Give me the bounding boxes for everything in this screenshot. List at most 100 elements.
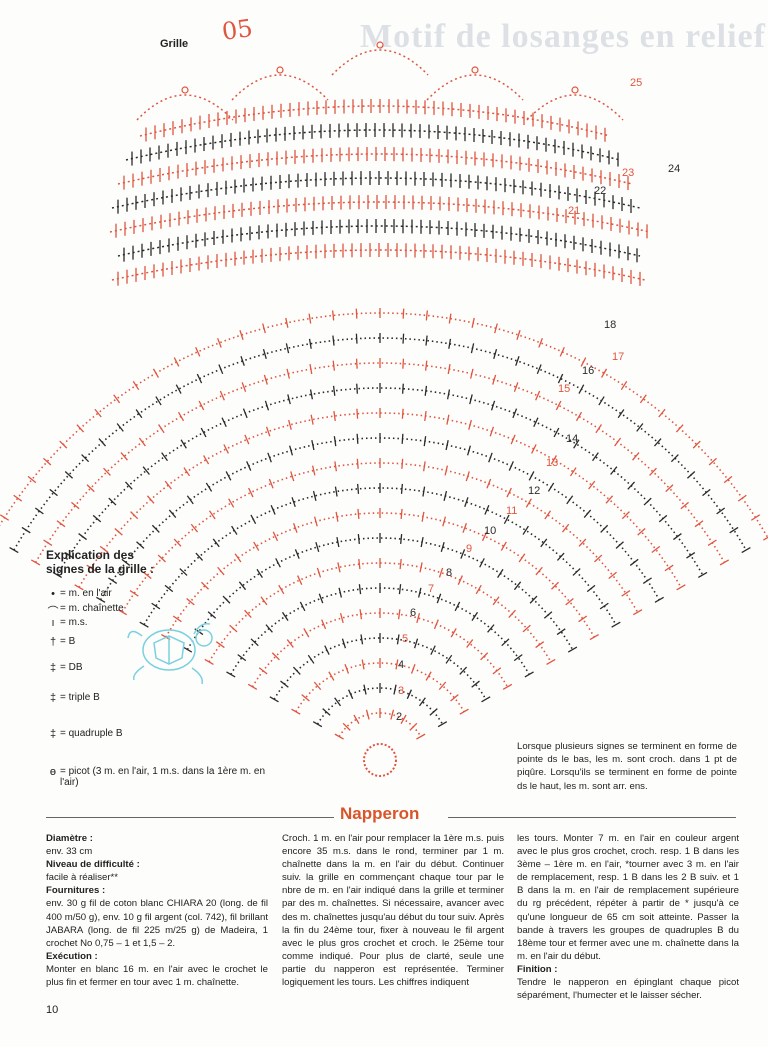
stitch-mark — [353, 714, 360, 724]
stitch-mark — [535, 641, 545, 649]
execution-label: Exécution : — [46, 950, 98, 962]
stitch-mark — [291, 708, 301, 715]
stitch-mark — [356, 458, 359, 469]
stitch-mark — [643, 497, 652, 506]
stitch-mark — [553, 427, 560, 438]
stitch-mark — [528, 471, 535, 481]
stitch-mark — [557, 373, 564, 384]
stitch-mark — [186, 495, 194, 505]
stitch-mark — [402, 383, 404, 394]
stitch-mark — [361, 659, 365, 670]
stitch-mark — [30, 559, 41, 566]
stitch-mark — [599, 602, 609, 610]
stitch-mark — [348, 689, 354, 700]
row-number: 11 — [506, 505, 517, 517]
stitch-mark — [334, 461, 338, 472]
stitch-mark — [462, 523, 468, 533]
stitch-mark — [639, 394, 647, 404]
stitch-mark — [357, 483, 360, 494]
stitch-mark — [287, 394, 291, 405]
stitch-mark — [256, 568, 263, 578]
row-number: 10 — [484, 525, 496, 537]
stitch-mark — [269, 696, 279, 703]
stitch-mark — [502, 683, 513, 690]
stitch-mark — [103, 467, 111, 476]
stitch-mark — [130, 511, 139, 520]
stitch-mark — [401, 408, 404, 419]
stitch-mark — [680, 501, 689, 510]
niveau-label: Niveau de difficulté : — [46, 859, 140, 871]
stitch-mark — [487, 624, 495, 633]
legend-item-text: = m. en l'air — [60, 588, 112, 599]
stitch-mark — [360, 634, 364, 645]
stitch-mark — [208, 510, 216, 520]
row-number: 17 — [612, 351, 624, 363]
stitch-mark — [402, 333, 405, 344]
stitch-mark — [357, 508, 360, 519]
stitch-mark — [136, 541, 145, 549]
stitch-mark — [158, 424, 165, 434]
row-number: 25 — [630, 77, 642, 89]
stitch-mark — [42, 457, 52, 466]
stitch-mark — [164, 584, 174, 593]
stitch-mark — [242, 408, 248, 419]
stitch-mark — [420, 537, 424, 548]
stitch-mark — [575, 411, 583, 422]
stitch-mark — [288, 419, 292, 430]
stitch-mark — [179, 568, 188, 576]
legend-item: • = m. en l'air — [46, 588, 286, 600]
stitch-mark — [664, 564, 674, 572]
stitch-mark — [500, 541, 507, 551]
stitch-mark — [468, 419, 472, 430]
legend-title-line1: Explication des — [46, 548, 135, 562]
stitch-mark — [516, 330, 521, 340]
stitch-mark — [120, 452, 128, 461]
stitch-mark — [632, 452, 640, 461]
stitch-mark — [240, 356, 245, 366]
stitch-mark — [218, 364, 224, 375]
stitch-mark — [617, 409, 625, 419]
stitch-mark — [649, 467, 657, 476]
stitch-mark — [301, 694, 310, 702]
slip-stitch-icon: ⌒ — [47, 606, 59, 618]
stitch-mark — [396, 634, 400, 645]
stitch-mark — [272, 531, 279, 542]
stitch-mark — [636, 423, 644, 432]
stitch-mark — [508, 461, 514, 471]
stitch-mark — [675, 424, 684, 433]
border-row — [125, 129, 621, 161]
stitch-mark — [318, 593, 324, 604]
stitch-mark — [454, 601, 461, 612]
picot-icon: ɵ — [49, 766, 57, 778]
stitch-mark — [344, 663, 350, 674]
stitch-mark — [359, 609, 363, 620]
stitch-mark — [395, 659, 399, 670]
stitch-mark — [333, 410, 336, 422]
double-treble-icon: ‡ — [49, 662, 57, 674]
stitch-mark — [151, 524, 160, 533]
stitch-mark — [572, 568, 581, 576]
stitch-mark — [525, 498, 532, 508]
stitch-mark — [358, 584, 362, 595]
stitch-mark — [400, 714, 407, 724]
round-arc — [143, 487, 617, 626]
stitch-mark — [465, 471, 470, 482]
stitch-mark — [289, 445, 294, 456]
stitch-mark — [222, 595, 231, 604]
stitch-mark — [535, 566, 543, 576]
stitch-mark — [190, 523, 199, 533]
stitch-mark — [292, 666, 301, 675]
stitch-mark — [157, 554, 166, 563]
stitch-mark — [556, 628, 566, 636]
stitch-mark — [268, 478, 274, 489]
stitch-mark — [459, 708, 469, 715]
stitch-mark — [595, 424, 602, 434]
stitch-mark — [419, 562, 423, 573]
stitch-mark — [234, 553, 242, 563]
double-crochet-icon: † — [49, 636, 57, 648]
stitch-mark — [578, 538, 587, 547]
stitch-mark — [231, 525, 238, 535]
stitch-mark — [341, 638, 347, 649]
stitch-mark — [506, 487, 512, 498]
stitch-mark — [316, 567, 322, 578]
